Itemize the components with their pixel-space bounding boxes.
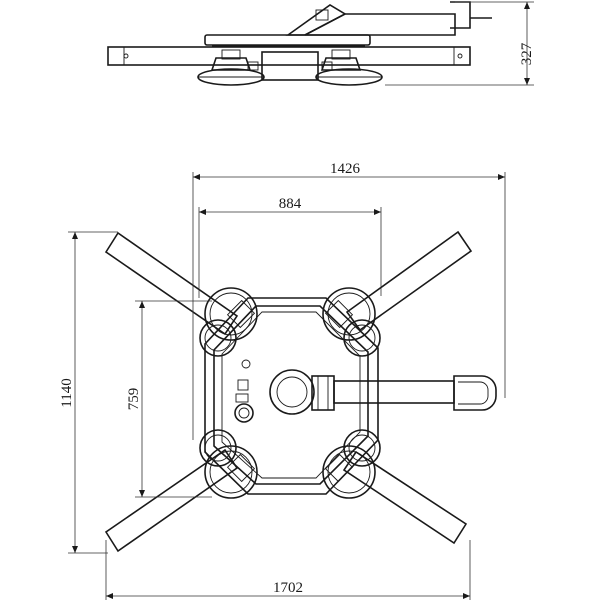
- control-switch: [237, 379, 249, 391]
- dim-label-1426: 1426: [330, 161, 361, 177]
- handle-arm: [333, 375, 497, 411]
- side-main-beam: [107, 46, 471, 66]
- suction-cup-top-right: [322, 287, 381, 357]
- bracket-top-left: [226, 299, 256, 329]
- arm-bottom-left: [104, 448, 239, 553]
- center-rotator: [269, 369, 335, 415]
- top-view: 1426 884 1140 759 1702: [59, 161, 506, 600]
- octagon-frame: [204, 297, 379, 495]
- vacuum-gauge: [234, 403, 254, 423]
- dim-label-327: 327: [519, 42, 535, 65]
- arm-bottom-right: [342, 450, 468, 545]
- arm-top-right: [345, 230, 473, 332]
- bracket-top-right: [324, 299, 354, 329]
- suction-cup-bottom-right: [322, 429, 381, 499]
- bracket-bottom-left: [226, 453, 256, 483]
- control-button: [235, 393, 249, 403]
- side-view: 327: [107, 1, 535, 86]
- side-suction-cup-right: [315, 49, 383, 86]
- dim-label-759: 759: [126, 388, 142, 411]
- indicator-light: [241, 359, 251, 369]
- arm-top-left: [104, 231, 239, 336]
- side-frame-plate: [204, 34, 371, 46]
- side-suction-cup-left: [197, 49, 265, 86]
- side-housing: [261, 51, 319, 81]
- dim-label-1702: 1702: [273, 580, 303, 596]
- suction-cup-top-left: [199, 287, 258, 357]
- bracket-bottom-right: [324, 453, 354, 483]
- dim-label-884: 884: [279, 196, 302, 212]
- dim-label-1140: 1140: [59, 378, 75, 407]
- suction-cup-bottom-left: [199, 429, 258, 499]
